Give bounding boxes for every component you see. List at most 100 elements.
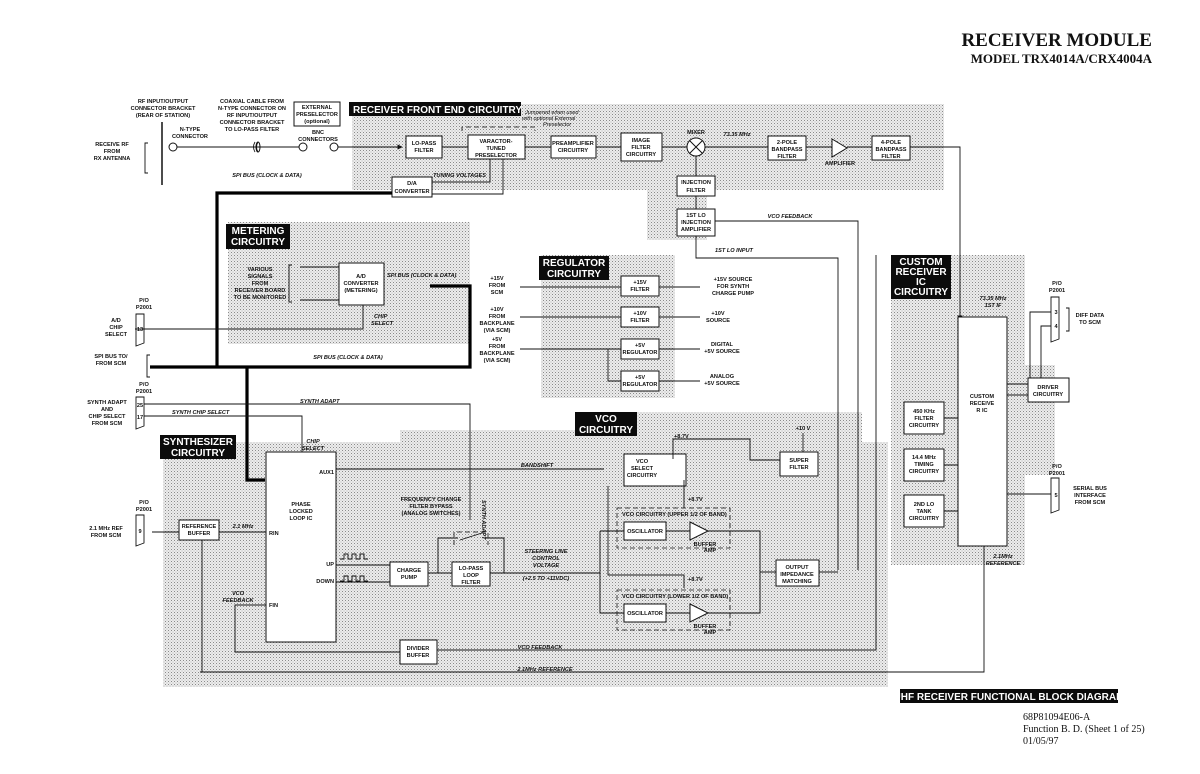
lo-pass-filter	[405, 135, 443, 159]
signal-line	[944, 417, 958, 512]
diagram-label: P/O	[139, 298, 149, 304]
diagram-label: 2-POLE	[777, 140, 797, 146]
diagram-label: CIRCUITRY	[894, 287, 948, 298]
diagram-label: BUFFER	[407, 653, 430, 659]
block-box	[1027, 377, 1070, 403]
signal-line	[432, 159, 504, 195]
diagram-label: STEERING LINE	[525, 549, 568, 555]
diagram-label: 73.35 MHz	[979, 296, 1006, 302]
diagram-label: 2ND LO	[914, 502, 935, 508]
diagram-label: FROM	[489, 314, 506, 320]
diagram-label: +10V	[711, 311, 724, 317]
diagram-label: P2001	[1049, 471, 1065, 477]
da-converter	[391, 176, 433, 198]
diagram-label: COAXIAL CABLE FROM	[220, 99, 284, 105]
diagram-label: BACKPLANE	[479, 351, 514, 357]
block-box	[226, 224, 290, 249]
diagram-label: REGULATOR	[543, 258, 606, 269]
diagram-label: 2.1MHz	[992, 554, 1012, 560]
diagram-label: VCO	[232, 591, 245, 597]
diagram-label: CHIP	[109, 325, 123, 331]
diagram-label: FROM	[104, 149, 121, 155]
diagram-label: FIN	[269, 603, 278, 609]
signal-line	[234, 604, 400, 653]
block-box	[178, 519, 220, 541]
diagram-label: 3	[1054, 310, 1057, 316]
signal-line	[144, 403, 471, 520]
diagram-label: CHIP SELECT	[89, 414, 126, 420]
diagram-label: RX ANTENNA	[94, 156, 130, 162]
diagram-label: D/A	[407, 181, 417, 187]
diagram-label: 450 KHz	[913, 409, 935, 415]
diagram-label: P/O	[1052, 464, 1062, 470]
diagram-label: SIGNALS	[248, 274, 273, 280]
diagram-label: MIXER	[687, 130, 705, 136]
diagram-label: SYNTH ADAPT	[480, 500, 486, 540]
front-end-chain: LO-PASS FILTER Jumpered when used with o…	[391, 110, 960, 570]
diagram-label: FILTER	[789, 465, 808, 471]
diagram-label: BUFFER	[694, 542, 717, 548]
diagram-label: BANDPASS	[876, 147, 907, 153]
signal-line	[442, 146, 960, 318]
diagram-label: RECEIVE RF	[95, 142, 129, 148]
diagram-label: OSCILLATOR	[627, 529, 663, 535]
diagram-label: REFERENCE	[986, 561, 1021, 567]
diagram-label: SELECT	[371, 321, 394, 327]
diagram-label: 25	[137, 403, 143, 409]
diagram-label: FROM SCM	[96, 361, 127, 367]
diagram-label: +10V	[633, 311, 646, 317]
signal-line	[428, 537, 600, 574]
diagram-label: BUFFER	[188, 531, 211, 537]
diagram-label: IMPEDANCE	[780, 572, 814, 578]
diagram-label: CONNECTOR	[172, 134, 208, 140]
diagram-label: CHARGE PUMP	[712, 291, 754, 297]
diagram-label: SPI BUS TO/	[94, 354, 128, 360]
diagram-label: (optional)	[304, 119, 330, 125]
diagram-label: (VIA SCM)	[484, 328, 511, 334]
diagram-label: DIFF DATA	[1076, 313, 1105, 319]
diagram-label: FEEDBACK	[222, 598, 254, 604]
diagram-label: RECEIVER	[895, 267, 947, 278]
diagram-label: BUFFER	[694, 624, 717, 630]
diagram-label: Jumpered when used	[524, 110, 579, 116]
signal-line	[245, 367, 265, 482]
diagram-label: 4-POLE	[881, 140, 901, 146]
diagram-label: +10 V	[796, 426, 811, 432]
diagram-label: P/O	[139, 500, 149, 506]
signal-line	[420, 255, 877, 651]
model-title: MODEL TRX4014A/CRX4004A	[971, 51, 1153, 66]
diagram-label: +15V	[490, 276, 503, 282]
diagram-label: CHIP	[374, 314, 388, 320]
footer: UHF RECEIVER FUNCTIONAL BLOCK DIAGRAM 68…	[894, 689, 1145, 747]
diagram-label: VCO FEEDBACK	[518, 645, 564, 651]
n-type-connector-icon	[168, 142, 178, 152]
diagram-label: CONTROL	[532, 556, 560, 562]
signal-line	[1050, 477, 1060, 514]
diagram-label: FILTER	[881, 154, 900, 160]
signal-line	[288, 264, 339, 303]
diagram-label: REGULATOR	[623, 350, 658, 356]
diagram-label: 73.35 MHz	[723, 132, 750, 138]
diagram-label: FROM SCM	[1075, 500, 1106, 506]
diagram-label: TUNING VOLTAGES	[433, 173, 486, 179]
diagram-label: MATCHING	[782, 579, 812, 585]
diagram-label: +8.7V	[688, 577, 703, 583]
diagram-banner	[900, 689, 1118, 703]
diagram-label: IMAGE	[632, 138, 651, 144]
block-box	[399, 639, 438, 665]
diagram-label: FILTER	[914, 416, 933, 422]
diagram-label: BACKPLANE	[479, 321, 514, 327]
diagram-label: CIRCUITRY	[231, 237, 285, 248]
diagram-label: PUMP	[401, 575, 417, 581]
diagram-label: CIRCUITRY	[909, 516, 940, 522]
block-box	[620, 370, 660, 392]
diagram-label: +5V	[635, 343, 645, 349]
block-box	[389, 561, 429, 587]
diagram-label: CUSTOM	[970, 394, 994, 400]
diagram-label: +15V SOURCE	[714, 277, 753, 283]
diagram-label: DOWN	[316, 579, 334, 585]
diagram-label: CONVERTER	[343, 281, 378, 287]
block-box	[779, 451, 819, 477]
signal-line	[144, 142, 148, 174]
diagram-label: LOOP	[463, 573, 479, 579]
